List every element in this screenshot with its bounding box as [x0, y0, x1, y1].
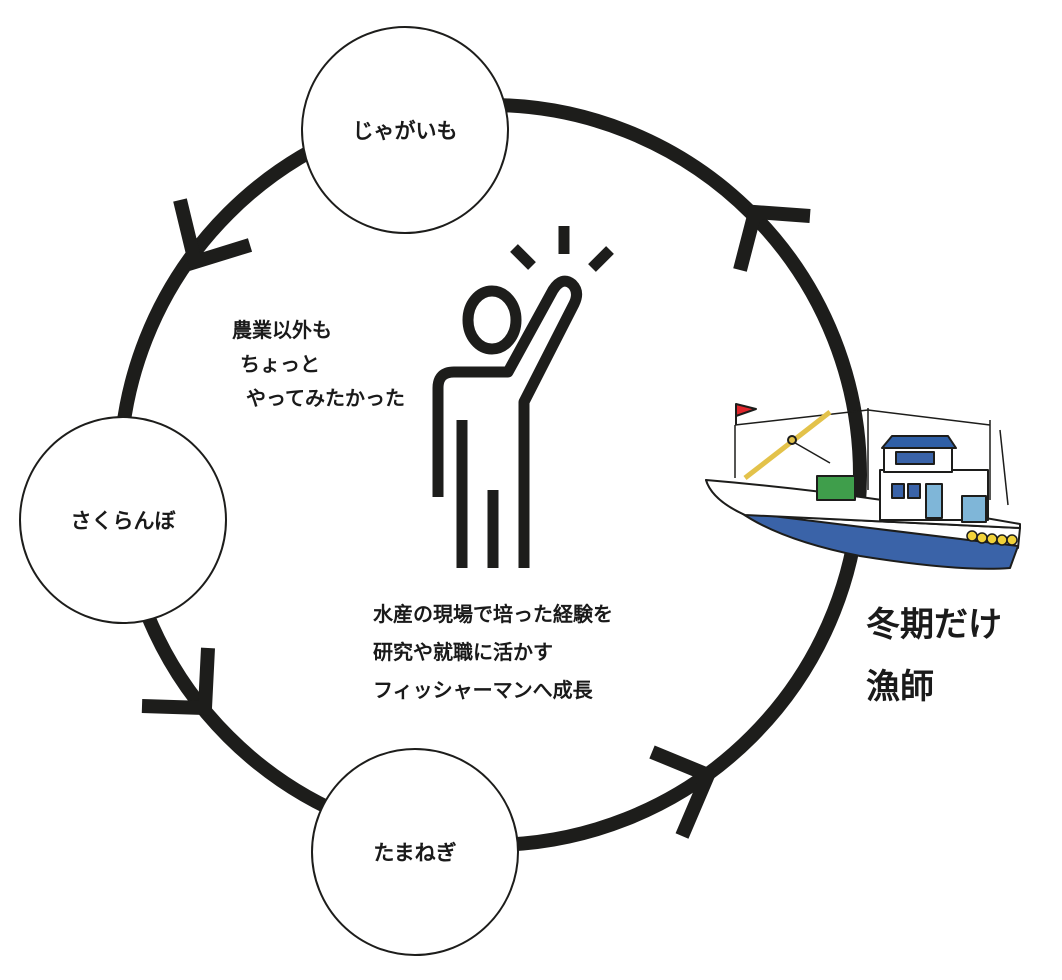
- side-annotation-line-2: ちょっと: [240, 352, 320, 376]
- raising-hand-person-icon: [432, 226, 614, 568]
- node-potato-circle: [301, 26, 509, 234]
- boat-rigging: [734, 408, 1009, 506]
- node-cherry-circle: [19, 416, 227, 624]
- winter-label-line-2: 漁師: [866, 667, 934, 707]
- cabin-door: [925, 483, 943, 519]
- side-annotation: 農業以外も ちょっと やってみたかった: [232, 313, 405, 415]
- green-crate: [816, 475, 856, 501]
- arrowhead-lower-left: [141, 647, 215, 716]
- node-onion-circle: [311, 748, 519, 956]
- cabin-window-2: [907, 483, 921, 499]
- node-label-cherry: さくらんぼ: [70, 509, 176, 533]
- cabin-upper-window: [895, 451, 935, 465]
- boat-boom: [743, 410, 832, 480]
- side-annotation-line-1: 農業以外も: [232, 318, 332, 342]
- arrowhead-upper-right: [733, 204, 811, 272]
- node-label-potato: じゃがいも: [352, 119, 458, 143]
- arrowhead-lower-right: [649, 745, 718, 839]
- yellow-floats: [966, 530, 1018, 546]
- red-flag-icon: [735, 403, 757, 417]
- boat-cabin-roof: [881, 435, 957, 449]
- center-description: 水産の現場で培った経験を 研究や就職に活かす フィッシャーマンへ成長: [373, 595, 613, 709]
- node-label-onion: たまねぎ: [373, 841, 457, 865]
- cabin-window-1: [891, 483, 905, 499]
- center-description-line-2: 研究や就職に活かす: [373, 640, 553, 664]
- center-description-line-3: フィッシャーマンへ成長: [373, 678, 593, 702]
- fishing-boat-illustration: [705, 403, 1021, 570]
- boat-hull-blue: [739, 511, 1019, 570]
- arrowhead-upper-left: [173, 198, 253, 271]
- winter-label-line-1: 冬期だけ: [866, 605, 1002, 645]
- center-description-line-1: 水産の現場で培った経験を: [373, 602, 613, 626]
- side-annotation-line-3: やってみたかった: [246, 386, 405, 410]
- cabin-stern-block: [961, 495, 987, 523]
- winter-fisherman-label: 冬期だけ 漁師: [866, 594, 1002, 718]
